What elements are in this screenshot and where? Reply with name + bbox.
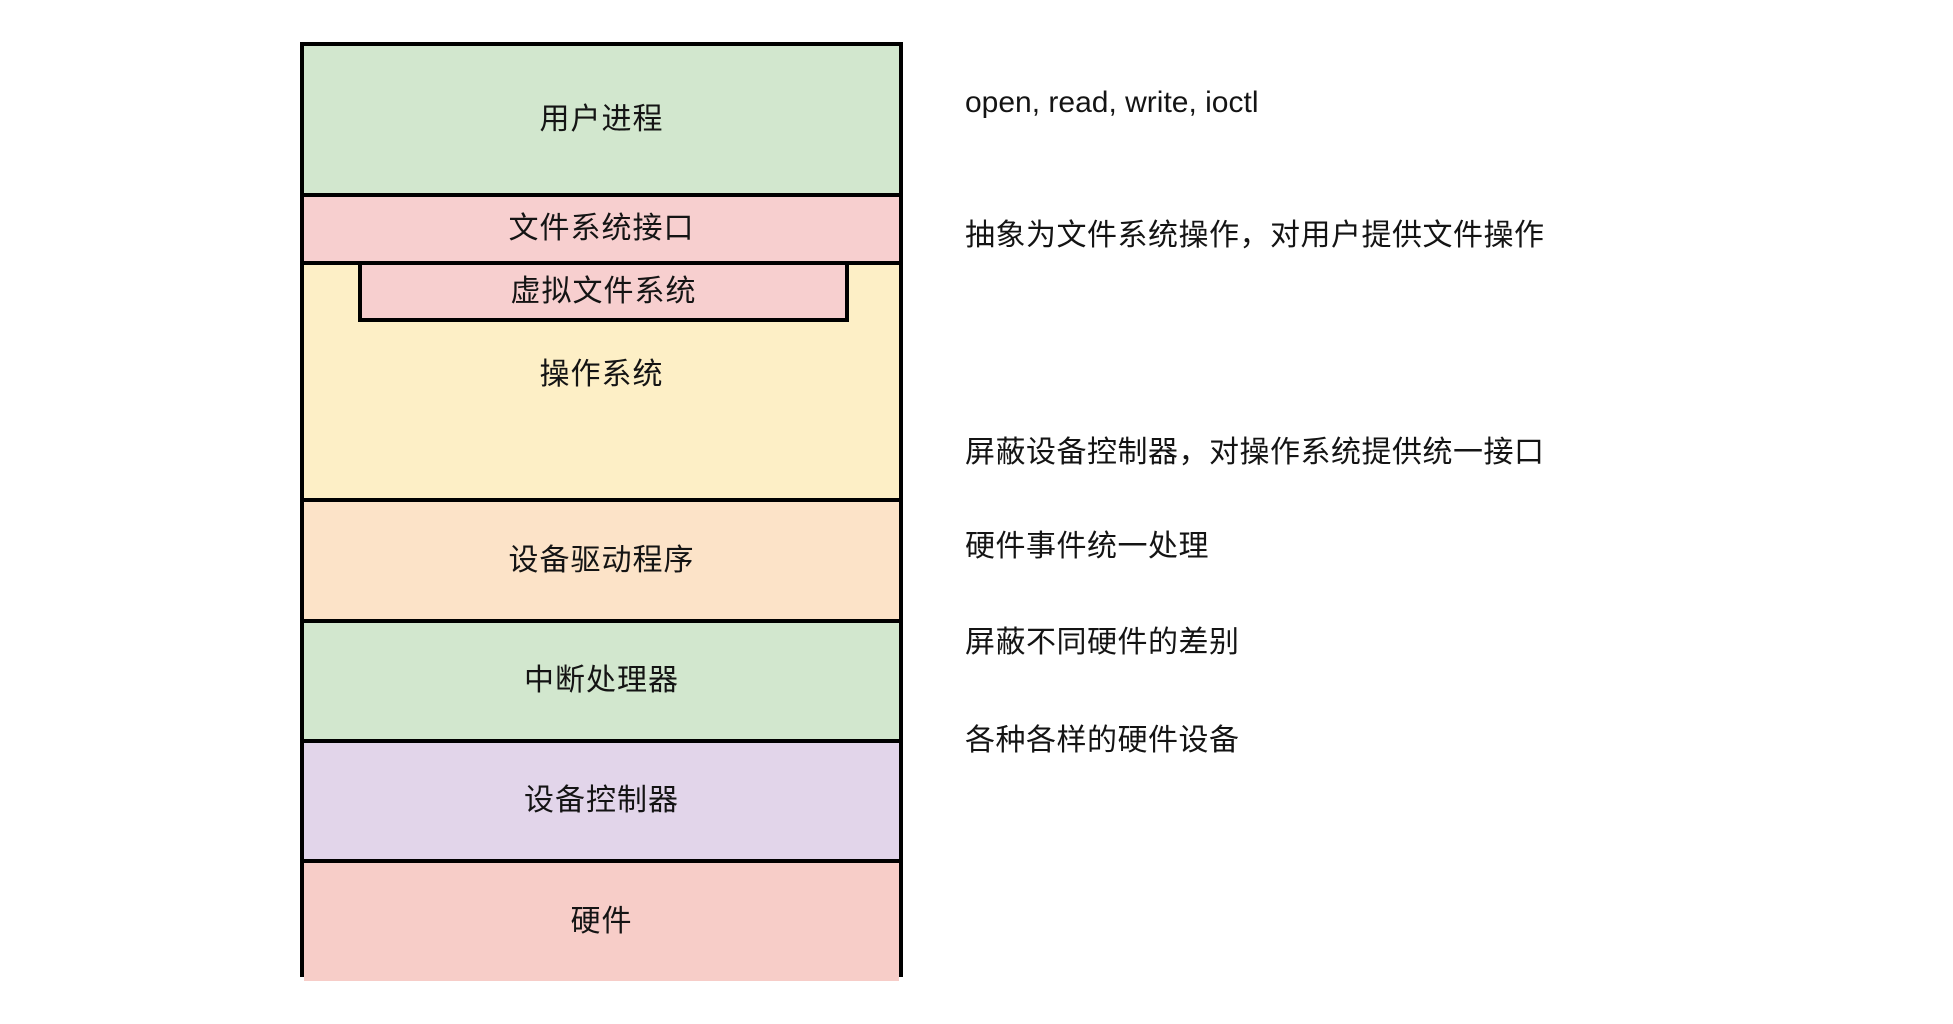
layer-interrupt-handler[interactable]: 中断处理器: [304, 619, 899, 739]
layer-label-device-controller: 设备控制器: [524, 784, 679, 817]
layer-user-process[interactable]: 用户进程: [304, 46, 899, 193]
note-device-driver: 屏蔽设备控制器，对操作系统提供统一接口: [965, 436, 1545, 469]
layer-label-user-process: 用户进程: [539, 102, 664, 136]
note-user-process: open, read, write, ioctl: [965, 86, 1259, 119]
layer-label-file-system-interface: 文件系统接口: [508, 212, 695, 245]
layer-file-system-interface[interactable]: 文件系统接口: [304, 193, 899, 261]
note-interrupt-handler: 硬件事件统一处理: [965, 530, 1209, 563]
io-layer-stack: 用户进程 文件系统接口 操作系统 虚拟文件系统 设备驱动程序 中断处理器 设备控…: [300, 42, 903, 981]
layer-label-operating-system: 操作系统: [539, 358, 664, 391]
layer-device-driver[interactable]: 设备驱动程序: [304, 498, 899, 619]
layer-label-hardware: 硬件: [570, 905, 633, 938]
note-hardware: 各种各样的硬件设备: [965, 724, 1240, 757]
layer-label-interrupt-handler: 中断处理器: [524, 664, 679, 697]
layer-device-controller[interactable]: 设备控制器: [304, 739, 899, 859]
layer-label-device-driver: 设备驱动程序: [508, 543, 695, 577]
note-virtual-file-system: 抽象为文件系统操作，对用户提供文件操作: [965, 219, 1545, 252]
layer-label-virtual-file-system: 虚拟文件系统: [510, 274, 697, 308]
layer-hardware[interactable]: 硬件: [304, 859, 899, 981]
note-device-controller: 屏蔽不同硬件的差别: [965, 626, 1240, 659]
layer-virtual-file-system[interactable]: 虚拟文件系统: [358, 261, 849, 322]
